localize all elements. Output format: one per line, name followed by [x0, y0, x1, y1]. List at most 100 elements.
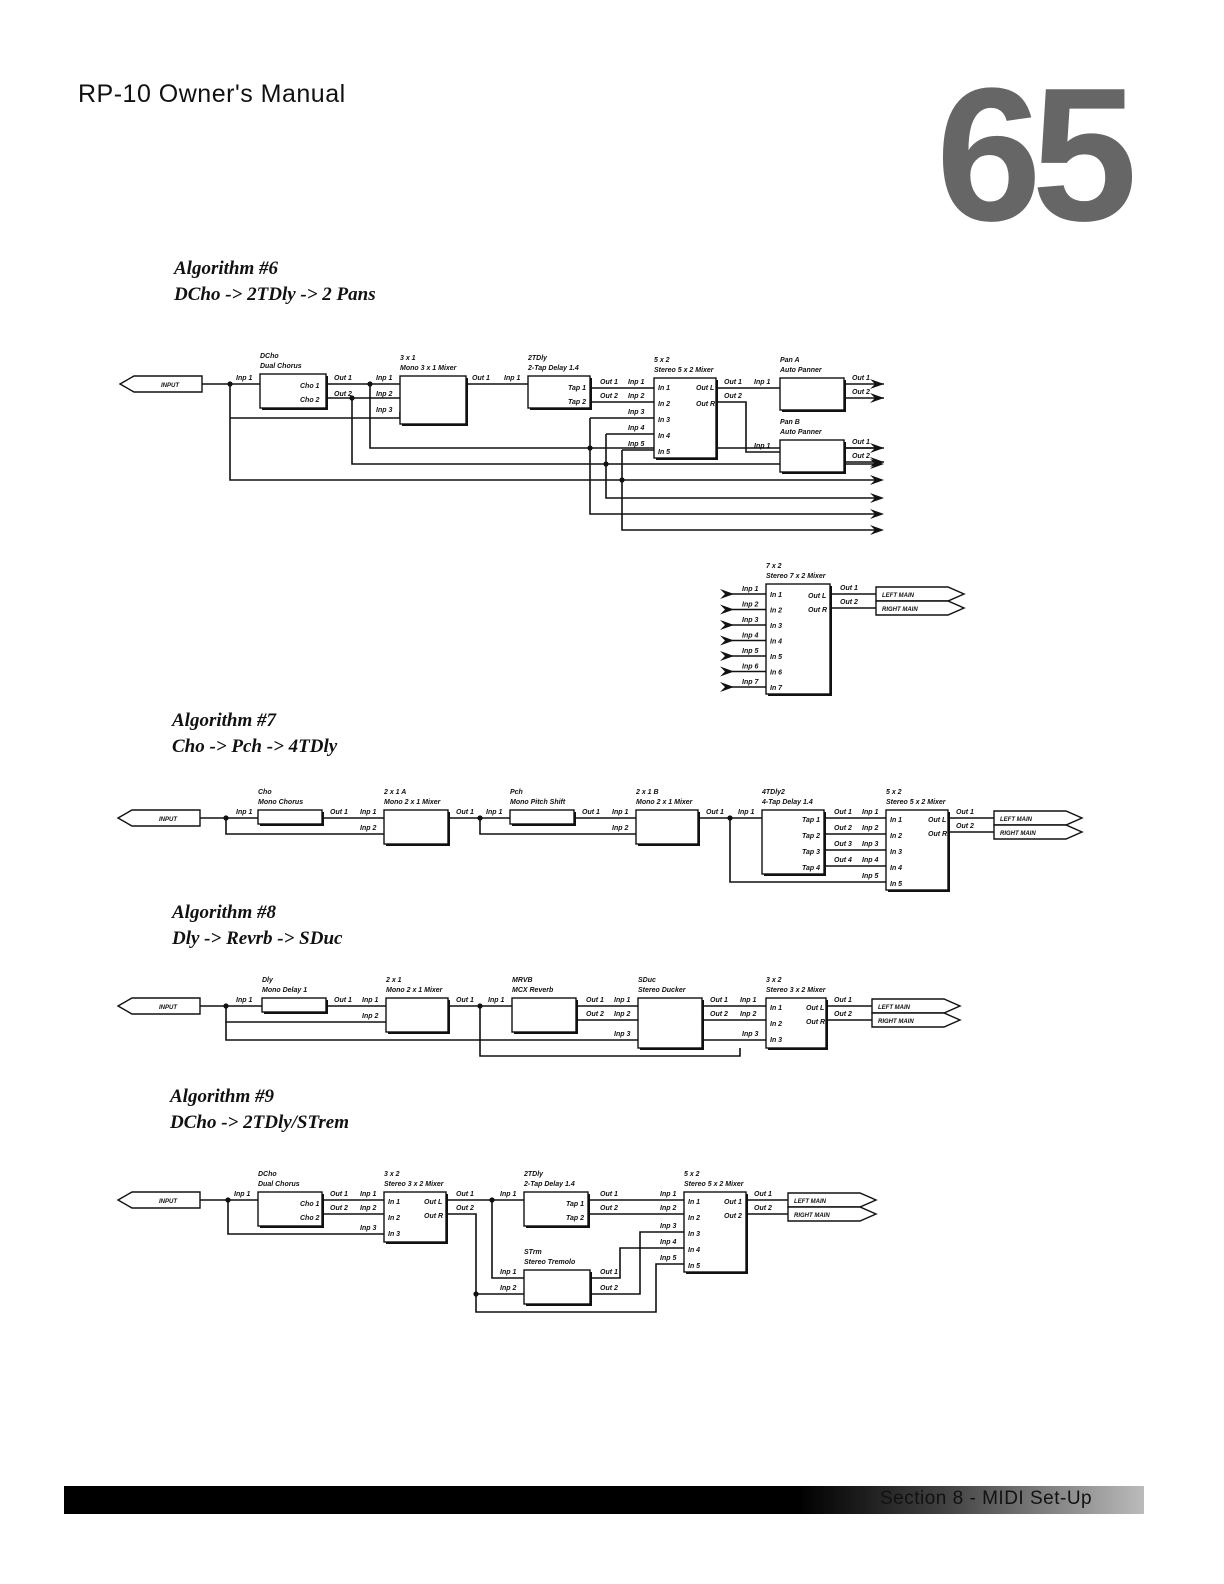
port-label: Out 1 — [586, 997, 604, 1004]
port-label: In 1 — [770, 592, 782, 599]
port-label: Inp 3 — [360, 1225, 376, 1232]
signal-wire — [491, 1200, 524, 1279]
arrow-head — [870, 509, 884, 519]
port-label: Out 1 — [334, 997, 352, 1004]
port-label: Out 1 — [600, 1191, 618, 1198]
a9-2-tap-delay-block-desc: 2-Tap Delay 1.4 — [523, 1181, 575, 1188]
algorithm-7-heading: Algorithm #7 Cho -> Pch -> 4TDly — [172, 708, 337, 760]
port-label: Inp 4 — [862, 857, 878, 864]
port-label: Tap 2 — [566, 1215, 584, 1222]
a6-pan-a-block-name: Pan A — [780, 357, 800, 364]
port-label: Tap 1 — [802, 817, 820, 824]
input-label: INPUT — [159, 817, 178, 823]
a6-left-main-tag — [875, 586, 966, 602]
signal-wire — [326, 397, 880, 465]
port-label: Out 1 — [456, 997, 474, 1004]
port-label: Out 1 — [724, 379, 742, 386]
a6-pan-b-block-name: Pan B — [780, 419, 800, 426]
a6-dual-chorus-block-desc: Dual Chorus — [260, 363, 302, 370]
port-label: In 5 — [688, 1263, 700, 1270]
port-label: Inp 2 — [612, 825, 628, 832]
port-label: Out 2 — [586, 1011, 604, 1018]
port-label: Inp 1 — [362, 997, 378, 1004]
port-label: Out 3 — [834, 841, 852, 848]
port-label: Inp 1 — [360, 1191, 376, 1198]
port-label: Out 1 — [334, 375, 352, 382]
a8-delay-block-desc: Mono Delay 1 — [262, 987, 307, 994]
a8-delay-block — [261, 997, 327, 1013]
port-label: Out 1 — [582, 809, 600, 816]
a9-mixer-3x2-block-desc: Stereo 3 x 2 Mixer — [384, 1181, 445, 1188]
port-label: In 2 — [688, 1215, 700, 1222]
port-label: Inp 1 — [376, 375, 392, 382]
a7-chorus-block — [257, 809, 323, 825]
a7-mixer-2x1-a-block — [383, 809, 449, 845]
port-label: Out 2 — [852, 389, 870, 396]
port-label: Inp 1 — [738, 809, 754, 816]
port-label: Out R — [806, 1019, 825, 1026]
port-label: In 5 — [658, 449, 670, 456]
a6-mixer-5x2-block-name: 5 x 2 — [654, 357, 670, 364]
footer-bar — [64, 1486, 1144, 1514]
a7-4-tap-delay-block-name: 4TDly2 — [761, 789, 785, 796]
port-label: Inp 3 — [376, 407, 392, 414]
port-label: Out 2 — [754, 1205, 772, 1212]
a7-mixer-5x2-block — [885, 809, 949, 891]
signal-wire — [230, 412, 401, 419]
a7-left-main-tag — [993, 810, 1084, 826]
port-label: Cho 2 — [300, 1215, 320, 1222]
port-label: Inp 3 — [660, 1223, 676, 1230]
a9-right-main-tag — [787, 1206, 878, 1222]
port-label: Out R — [808, 607, 827, 614]
signal-wire — [621, 450, 880, 531]
input-label: INPUT — [159, 1005, 178, 1011]
port-label: Out 2 — [600, 393, 618, 400]
port-label: Cho 1 — [300, 383, 320, 390]
a8-delay-block-name: Dly — [262, 977, 274, 984]
input-label: INPUT — [159, 1199, 178, 1205]
port-label: Out L — [696, 385, 714, 392]
port-label: Inp 2 — [862, 825, 878, 832]
port-label: Out 2 — [334, 391, 352, 398]
a8-mixer-3x2-block — [765, 997, 827, 1049]
junction-dot — [619, 477, 625, 483]
junction-dot — [587, 445, 593, 451]
port-label: In 1 — [890, 817, 902, 824]
port-label: In 5 — [890, 881, 902, 888]
port-label: Inp 7 — [742, 679, 759, 686]
port-label: Out L — [808, 593, 826, 600]
port-label: Out 2 — [600, 1205, 618, 1212]
port-label: Out 2 — [456, 1205, 474, 1212]
a9-stereo-tremolo-block — [523, 1269, 591, 1305]
port-label: In 1 — [388, 1199, 400, 1206]
port-label: In 2 — [770, 1021, 782, 1028]
port-label: Out R — [424, 1213, 443, 1220]
arrow-head — [870, 443, 884, 453]
a6-right-main-tag — [875, 600, 966, 616]
port-label: Inp 4 — [660, 1239, 676, 1246]
port-label: Inp 2 — [740, 1011, 756, 1018]
algorithm-8-title: Algorithm #8 — [172, 902, 276, 923]
signal-wire — [729, 818, 886, 883]
port-label: Inp 1 — [500, 1191, 516, 1198]
port-label: Out 1 — [600, 379, 618, 386]
a7-left-main-tag-label: LEFT MAIN — [1000, 817, 1033, 823]
signal-wire — [225, 818, 384, 835]
port-label: Inp 1 — [236, 809, 252, 816]
arrow-head — [870, 475, 884, 485]
port-label: Inp 1 — [660, 1191, 676, 1198]
port-label: Out 1 — [834, 809, 852, 816]
a8-ducker-block-name: SDuc — [638, 977, 656, 984]
a7-pitch-shift-block-desc: Mono Pitch Shift — [510, 799, 566, 806]
algorithm-9-title: Algorithm #9 — [170, 1086, 274, 1107]
port-label: In 6 — [770, 670, 782, 677]
a9-dual-chorus-block — [257, 1191, 323, 1227]
port-label: In 3 — [388, 1231, 400, 1238]
a9-2-tap-delay-block-name: 2TDly — [523, 1171, 544, 1178]
port-label: Out 1 — [724, 1199, 742, 1206]
port-label: Inp 1 — [504, 375, 520, 382]
port-label: In 4 — [890, 865, 902, 872]
a8-reverb-block — [511, 997, 577, 1033]
a6-pan-b-block-desc: Auto Panner — [779, 429, 823, 436]
